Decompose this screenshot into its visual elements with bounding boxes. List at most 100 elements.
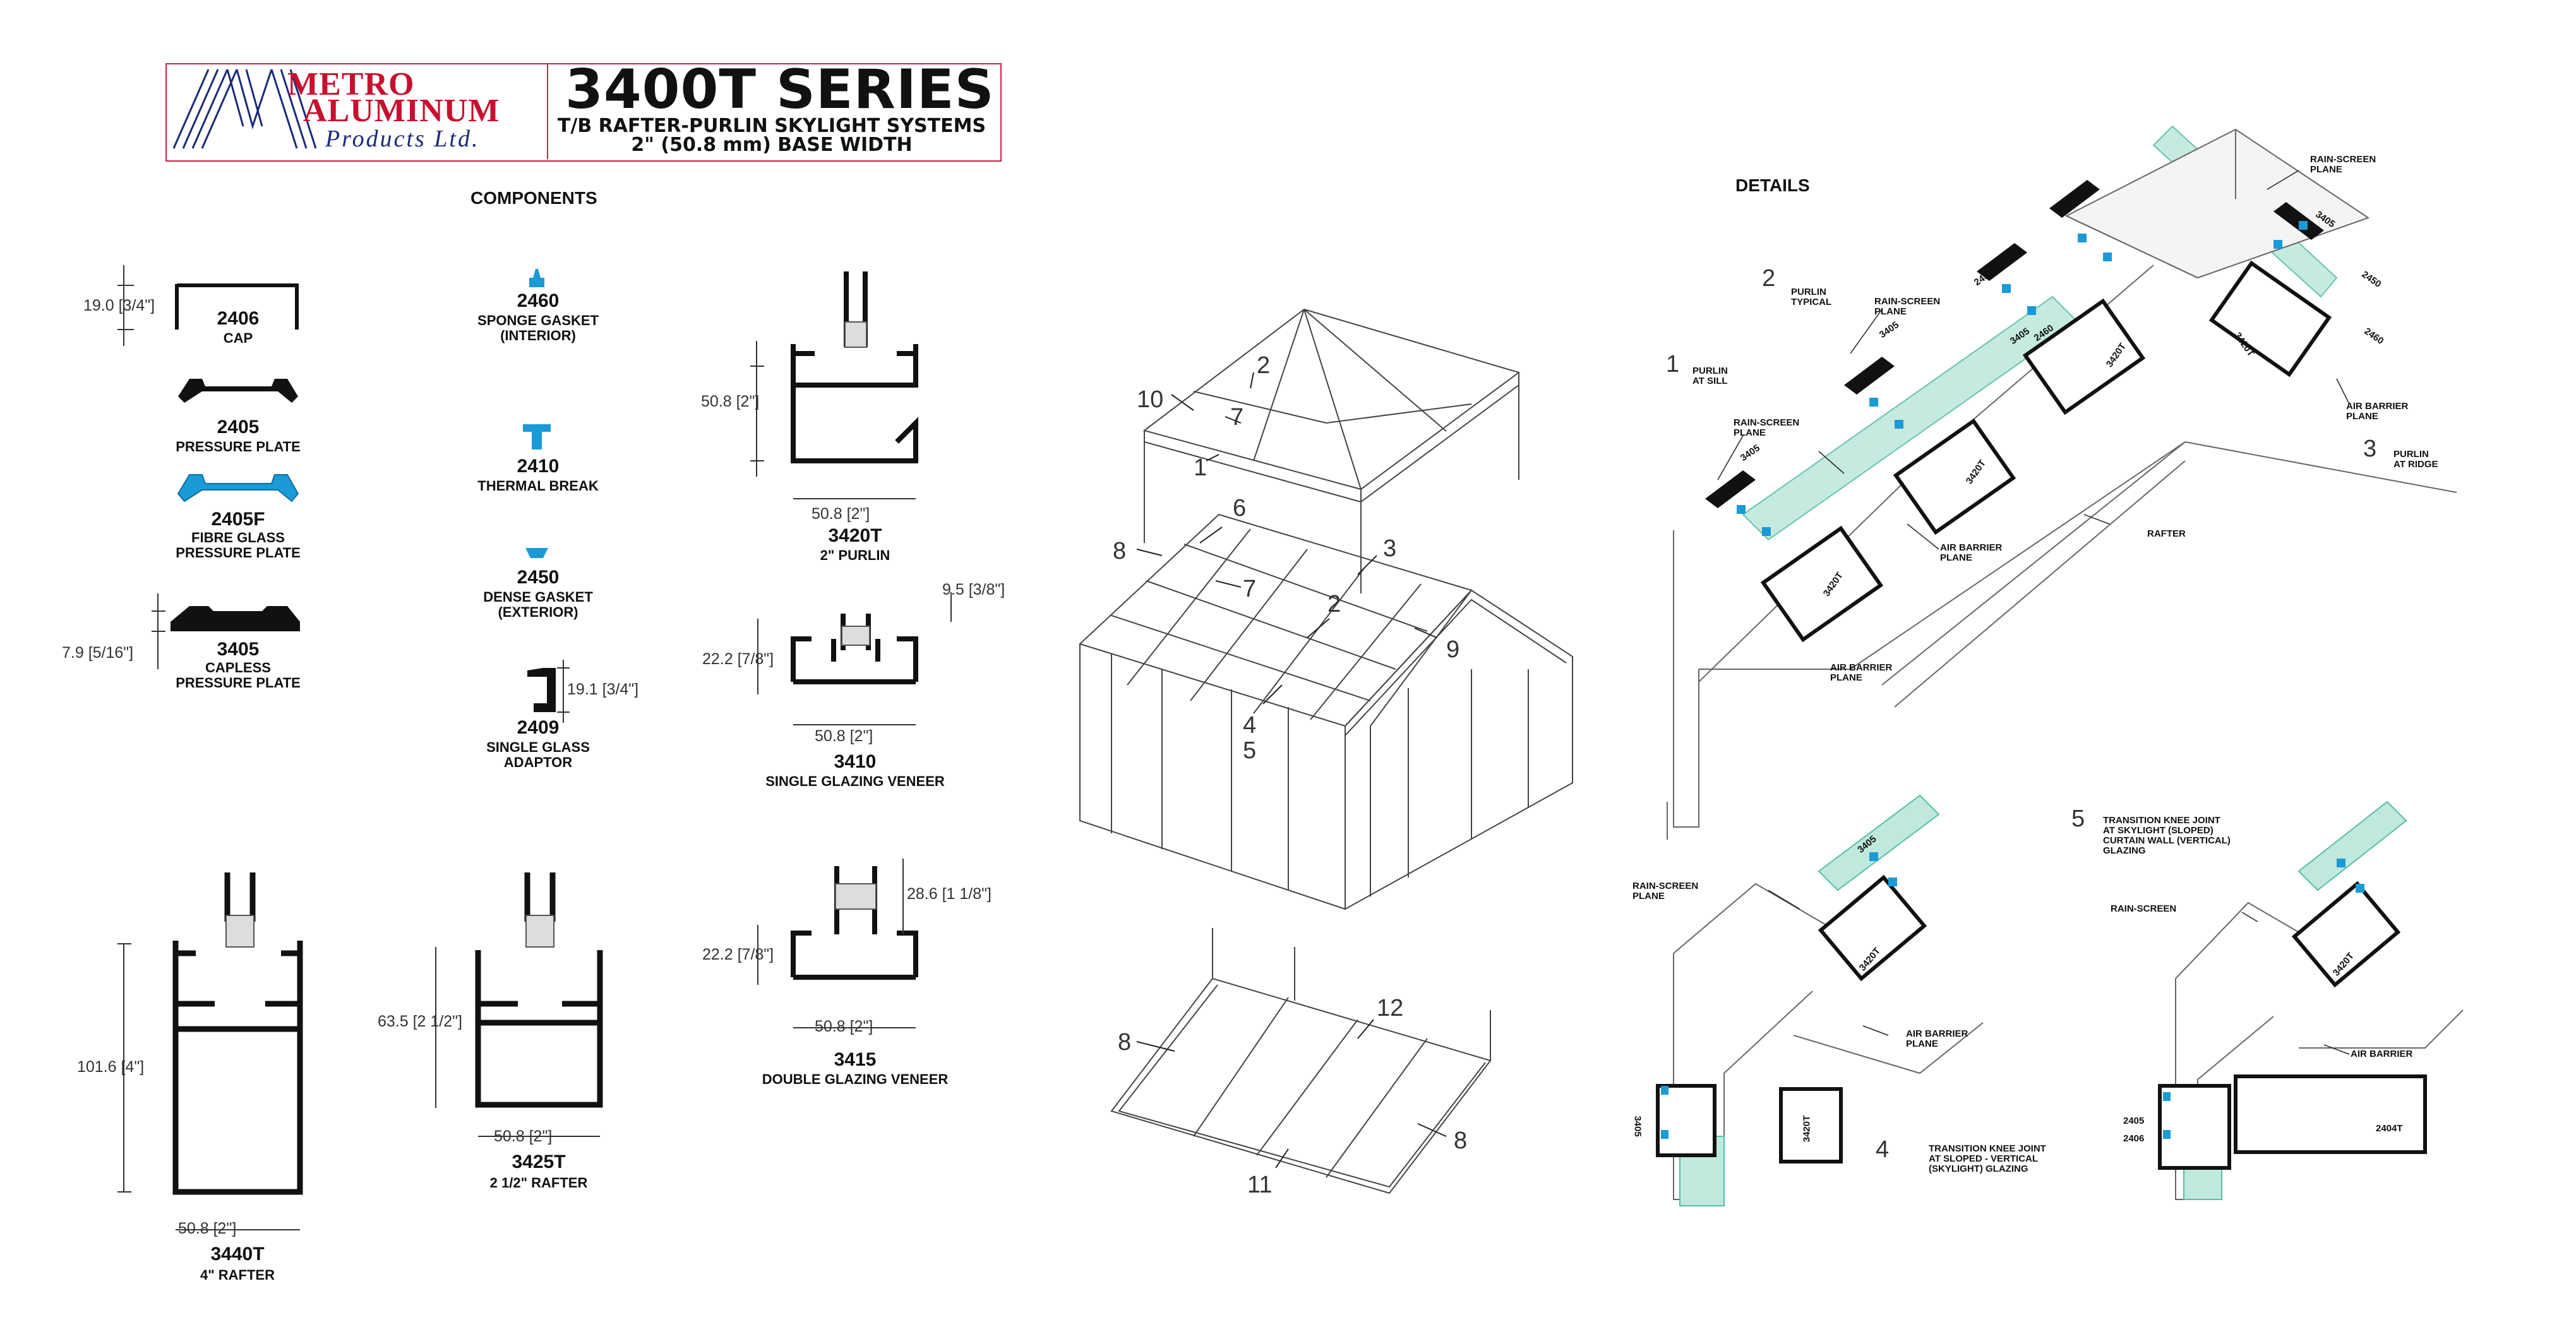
label-3420t: 3420T xyxy=(828,525,882,546)
dim-3410-h: 22.2 [7/8"] xyxy=(702,650,774,668)
details-heading: DETAILS xyxy=(1735,176,1810,195)
name-2460: SPONGE GASKET (INTERIOR) xyxy=(477,312,599,343)
label-3410: 3410 xyxy=(834,751,877,772)
profile-2450 xyxy=(525,548,548,558)
name-2450: DENSE GASKET (EXTERIOR) xyxy=(483,589,593,620)
callout-7a: 7 xyxy=(1230,404,1244,431)
profile-2405f xyxy=(177,474,299,503)
name-2405: PRESSURE PLATE xyxy=(176,439,301,455)
profile-3410 xyxy=(791,614,918,684)
name-3405: CAPLESS PRESSURE PLATE xyxy=(176,660,301,691)
callout-7b: 7 xyxy=(1243,576,1257,602)
rafter-label: RAFTER xyxy=(2147,528,2186,539)
series-subtitle-1: T/B RAFTER-PURLIN SKYLIGHT SYSTEMS xyxy=(557,115,986,137)
dim-3405: 7.9 [5/16"] xyxy=(62,644,134,662)
dim-2406: 19.0 [3/4"] xyxy=(83,297,155,314)
callout-10: 10 xyxy=(1137,386,1164,413)
dim-3410-top: 9.5 [3/8"] xyxy=(942,581,1005,598)
label-2409: 2409 xyxy=(517,717,560,738)
callout-4: 4 xyxy=(1243,712,1257,739)
label-3425t: 3425T xyxy=(512,1151,566,1172)
profile-3440t xyxy=(172,872,303,1195)
detail-3-number: 3 xyxy=(2363,436,2377,462)
callout-2a: 2 xyxy=(1257,352,1271,379)
dim-3440t-w: 50.8 [2"] xyxy=(178,1220,237,1237)
dim-3420t-w: 50.8 [2"] xyxy=(812,505,870,523)
callout-8a: 8 xyxy=(1113,538,1127,564)
rain-screen-plane-d4: RAIN-SCREEN PLANE xyxy=(1632,881,1699,902)
part-2406-d5: 2406 xyxy=(2123,1133,2145,1144)
logo-products: Products Ltd. xyxy=(325,126,480,152)
part-2404t-d5: 2404T xyxy=(2376,1123,2403,1134)
detail-1-label: PURLIN AT SILL xyxy=(1692,366,1728,386)
label-2410: 2410 xyxy=(517,456,560,477)
title-block-divider xyxy=(547,64,548,159)
air-barrier-plane-typical: AIR BARRIER PLANE xyxy=(1940,542,2003,563)
name-2405f: FIBRE GLASS PRESSURE PLATE xyxy=(176,530,301,561)
rain-screen-plane-typical: RAIN-SCREEN PLANE xyxy=(1874,296,1941,317)
name-3425t: 2 1/2" RAFTER xyxy=(489,1175,588,1191)
label-2405f: 2405F xyxy=(211,509,265,530)
dim-3415-h: 22.2 [7/8"] xyxy=(702,946,774,963)
profile-2405 xyxy=(178,379,298,403)
detail-2-label: PURLIN TYPICAL xyxy=(1791,287,1832,307)
air-barrier-plane-ridge: AIR BARRIER PLANE xyxy=(2346,401,2409,422)
part-2405-d5: 2405 xyxy=(2123,1116,2145,1126)
part-3420t-d4-b: 3420T xyxy=(1801,1115,1812,1143)
profile-2406 xyxy=(175,283,299,330)
rain-screen-plane-sill: RAIN-SCREEN PLANE xyxy=(1734,417,1800,438)
name-2409: SINGLE GLASS ADAPTOR xyxy=(486,739,590,770)
profile-2460 xyxy=(529,269,544,287)
air-barrier-d5: AIR BARRIER xyxy=(2351,1049,2413,1059)
detail-4-label: TRANSITION KNEE JOINT AT SLOPED - VERTIC… xyxy=(1929,1143,2046,1174)
air-barrier-plane-d4: AIR BARRIER PLANE xyxy=(1906,1028,1968,1049)
label-2406: 2406 xyxy=(217,308,260,329)
logo-mark xyxy=(172,69,317,149)
rain-screen-plane-ridge: RAIN-SCREEN PLANE xyxy=(2310,154,2376,175)
profile-3425t xyxy=(475,872,603,1108)
name-3410: SINGLE GLAZING VENEER xyxy=(765,773,945,789)
callout-2b: 2 xyxy=(1327,591,1341,617)
dim-3420t-h: 50.8 [2"] xyxy=(701,393,760,410)
name-2410: THERMAL BREAK xyxy=(477,478,599,494)
callout-9: 9 xyxy=(1446,636,1460,663)
logo-metro: METRO xyxy=(287,66,415,102)
part-3405-d4-b: 3405 xyxy=(1632,1116,1643,1137)
profile-2409 xyxy=(527,668,556,712)
label-3440t: 3440T xyxy=(210,1244,265,1265)
label-2460: 2460 xyxy=(517,290,560,311)
detail-1-number: 1 xyxy=(1666,351,1680,378)
detail-3-label: PURLIN AT RIDGE xyxy=(2393,449,2438,470)
dim-3415-w: 50.8 [2"] xyxy=(815,1018,873,1035)
dim-3425t-w: 50.8 [2"] xyxy=(494,1128,553,1145)
rain-screen-d5: RAIN-SCREEN xyxy=(2111,903,2177,914)
profile-3405 xyxy=(171,606,300,631)
name-3415: DOUBLE GLAZING VENEER xyxy=(762,1071,949,1087)
dim-3425t-h: 63.5 [2 1/2"] xyxy=(378,1013,462,1030)
profile-2410 xyxy=(523,424,551,449)
detail-2-number: 2 xyxy=(1762,265,1776,292)
label-2450: 2450 xyxy=(517,567,560,588)
callout-6: 6 xyxy=(1233,495,1247,521)
name-2406: CAP xyxy=(223,330,253,346)
detail-5-number: 5 xyxy=(2071,806,2085,832)
dim-3415-top: 28.6 [1 1/8"] xyxy=(907,885,991,903)
name-3420t: 2" PURLIN xyxy=(820,547,890,563)
detail-5-label: TRANSITION KNEE JOINT AT SKYLIGHT (SLOPE… xyxy=(2103,815,2231,856)
label-2405: 2405 xyxy=(217,417,260,437)
name-3440t: 4" RAFTER xyxy=(200,1267,275,1283)
series-title: 3400T SERIES xyxy=(565,58,995,121)
callout-8b: 8 xyxy=(1118,1029,1132,1056)
logo-aluminum: ALUMINUM xyxy=(303,93,500,129)
label-3405: 3405 xyxy=(217,639,260,660)
label-3415: 3415 xyxy=(834,1049,877,1070)
callout-3: 3 xyxy=(1383,535,1397,562)
dim-3410-w: 50.8 [2"] xyxy=(815,727,873,745)
series-subtitle-2: 2" (50.8 mm) BASE WIDTH xyxy=(631,134,913,156)
callout-12: 12 xyxy=(1377,995,1404,1021)
